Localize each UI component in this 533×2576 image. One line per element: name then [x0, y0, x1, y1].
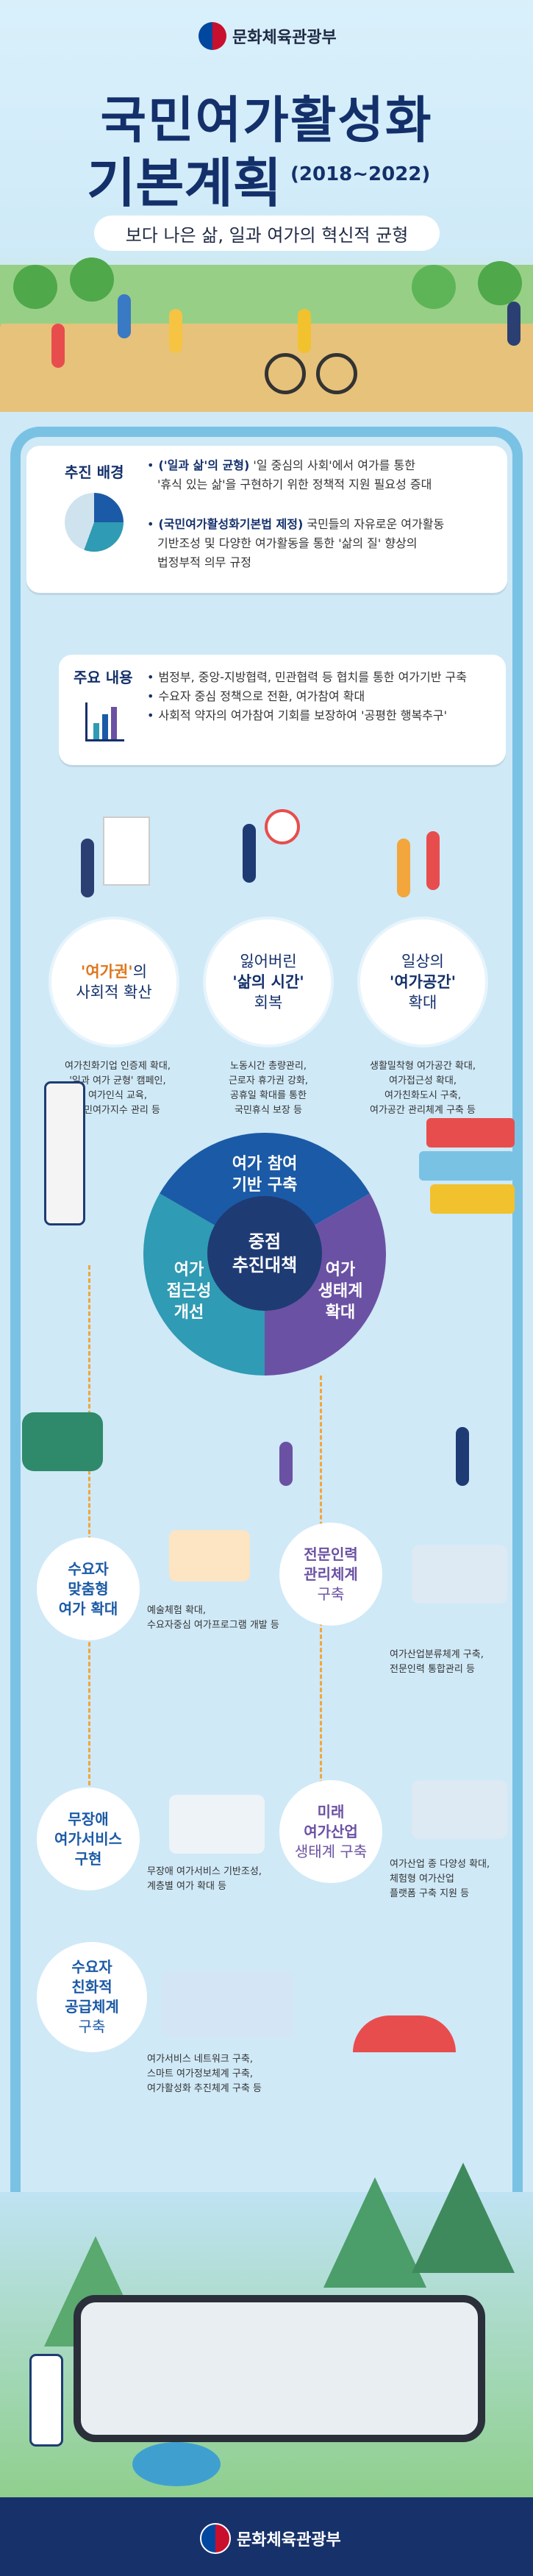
contents-list: •범정부, 중앙-지방협력, 민관협력 등 협치를 통한 여가기반 구축 •수요… — [147, 668, 500, 725]
pie-chart-icon — [65, 493, 124, 552]
book-stack-icon — [430, 1184, 515, 1214]
bicycle-wheel-icon — [316, 353, 357, 394]
classroom-illustration — [169, 1795, 265, 1854]
person-figure-icon — [81, 839, 94, 897]
person-figure-icon — [426, 831, 440, 890]
person-figure-icon — [456, 1427, 469, 1486]
smart-platform-illustration — [162, 1971, 294, 2038]
tree-icon — [478, 261, 522, 305]
tree-icon — [13, 265, 57, 309]
taeguk-emblem-icon — [200, 2523, 231, 2554]
smartphone-illustration — [74, 2295, 485, 2442]
tree-icon — [412, 265, 456, 309]
fitness-illustration — [412, 1780, 507, 1839]
item-demand-leisure-desc: 예술체험 확대,수요자중심 여가프로그램 개발 등 — [147, 1605, 279, 1631]
clock-icon — [265, 809, 300, 844]
contents-label: 주요 내용 — [74, 669, 133, 686]
footer — [0, 2497, 533, 2576]
board-illustration — [103, 816, 150, 886]
task-leisure-space: 일상의 '여가공간' 확대 — [360, 919, 485, 1045]
person-figure-icon — [397, 839, 410, 897]
contents-item-1: •범정부, 중앙-지방협력, 민관협력 등 협치를 통한 여가기반 구축 — [147, 670, 467, 684]
plan-years: (2018~2022) — [290, 163, 431, 185]
contents-panel — [59, 655, 506, 765]
segment-participation — [160, 1133, 370, 1254]
mountain-icon — [412, 2163, 515, 2273]
cyclist-figure-icon — [279, 1442, 293, 1486]
bicycle-wheel-icon — [265, 353, 306, 394]
strategy-wheel — [143, 1133, 386, 1376]
art-class-illustration — [169, 1530, 250, 1581]
item-supply-system-desc: 여가서비스 네트워크 구축,스마트 여가정보체계 구축,여가활성화 추진체계 구… — [147, 2054, 262, 2094]
task-leisure-rights: '여가권'의 사회적 확산 — [51, 919, 176, 1045]
page-title-line2: 기본계획 — [87, 152, 282, 214]
ministry-name: 문화체육관광부 — [232, 29, 337, 47]
background-label: 추진 배경 — [65, 463, 124, 481]
presenter-figure-icon — [507, 302, 521, 346]
task-leisure-space-desc: 생활밀착형 여가공간 확대,여가접근성 확대,여가친화도시 구축,여가공간 관리… — [370, 1061, 476, 1116]
ministry-logo: 문화체육관광부 — [198, 22, 337, 50]
water-illustration — [132, 2442, 221, 2486]
parachute-icon — [353, 2015, 456, 2052]
footer-ministry-name: 문화체육관광부 — [237, 2531, 341, 2550]
contents-item-3: •사회적 약자의 여가참여 기회를 보장하여 '공평한 행복추구' — [147, 708, 448, 722]
person-figure-icon — [169, 309, 182, 353]
background-item-1: •('일과 삶'의 균형) '일 중심의 사회'에서 여가를 통한 '휴식 있는… — [147, 458, 432, 491]
contents-item-2: •수요자 중심 정책으로 전환, 여가참여 확대 — [147, 689, 365, 703]
book-stack-icon — [419, 1151, 515, 1181]
bar-chart-icon — [85, 702, 124, 741]
task-leisure-rights-desc: 여가친화기업 인증제 확대,'일과 여가 균형' 캠페인,여가인식 교육,국민여… — [65, 1061, 171, 1116]
footer-ministry-logo: 문화체육관광부 — [200, 2523, 341, 2554]
hammock-illustration — [22, 1412, 103, 1471]
man-figure-illustration — [44, 1081, 85, 1225]
mountain-icon — [323, 2177, 426, 2288]
taeguk-emblem-icon — [198, 22, 226, 50]
runner-figure-icon — [51, 324, 65, 368]
cyclist-figure-icon — [298, 309, 311, 353]
person-figure-icon — [118, 294, 131, 338]
person-figure-icon — [243, 824, 256, 883]
page-title-line1: 국민여가활성화 — [100, 92, 433, 150]
woman-figure-illustration — [29, 2354, 63, 2447]
item-professional-workforce-desc: 여가산업분류체계 구축,전문인력 통합관리 등 — [390, 1649, 484, 1675]
background-item-2: •(국민여가활성화기본법 제정) 국민들의 자유로운 여가활동 기반조성 및 다… — [147, 517, 445, 569]
item-barrier-free-desc: 무장애 여가서비스 기반조성,계층별 여가 확대 등 — [147, 1866, 262, 1892]
tree-icon — [70, 257, 114, 302]
subtitle: 보다 나은 삶, 일과 여가의 혁신적 균형 — [94, 216, 440, 251]
book-stack-icon — [426, 1118, 515, 1148]
meeting-illustration — [412, 1545, 507, 1604]
task-life-time: 잃어버린 '삶의 시간' 회복 — [206, 919, 331, 1045]
